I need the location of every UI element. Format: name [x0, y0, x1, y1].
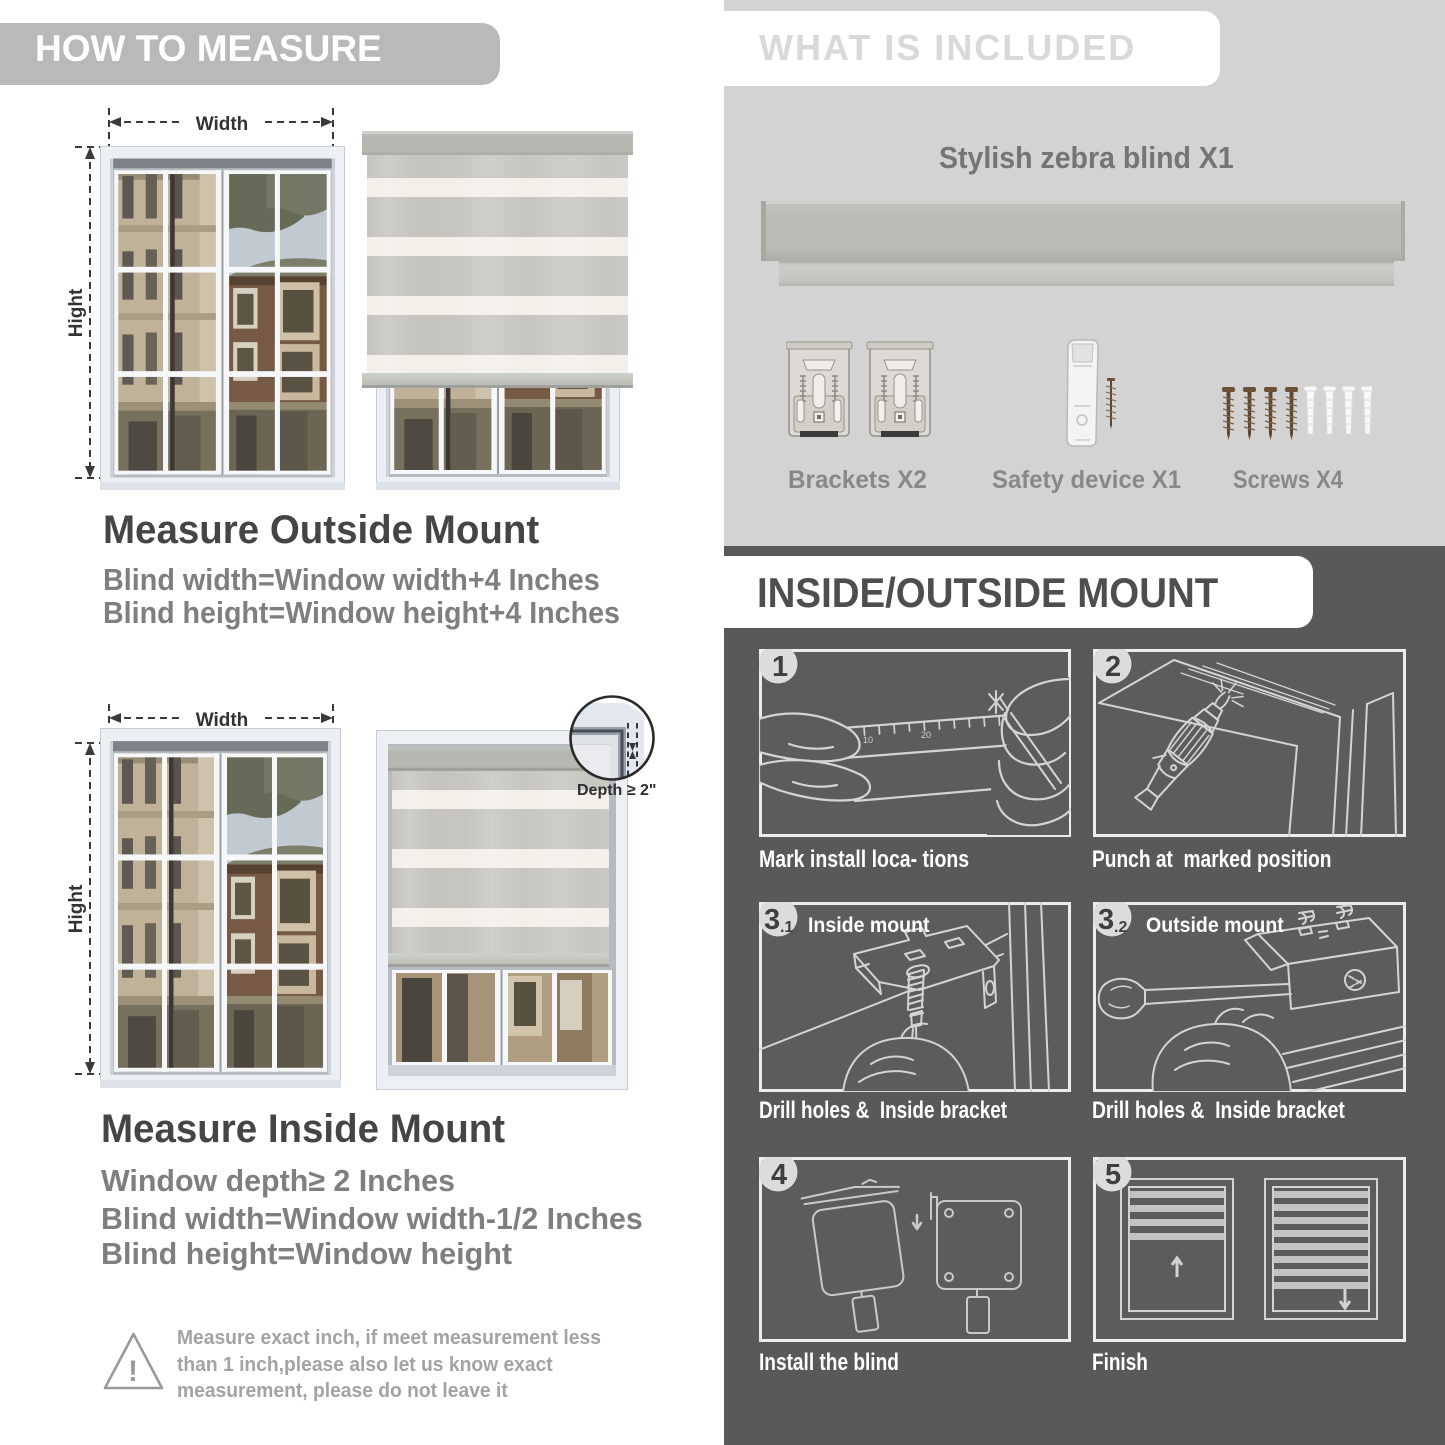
svg-text:.2: .2: [1114, 919, 1127, 936]
svg-text:Hight: Hight: [66, 288, 87, 337]
svg-text:3: 3: [1098, 904, 1114, 936]
svg-text:!: !: [128, 1355, 138, 1388]
svg-text:5: 5: [1105, 1159, 1121, 1191]
svg-text:2: 2: [1105, 651, 1121, 683]
svg-text:Width: Width: [196, 710, 249, 731]
svg-text:Width: Width: [196, 114, 249, 135]
svg-text:20: 20: [921, 730, 931, 740]
svg-text:4: 4: [771, 1159, 787, 1191]
svg-text:1: 1: [772, 651, 788, 683]
svg-text:3: 3: [764, 904, 780, 936]
svg-text:10: 10: [863, 735, 873, 745]
svg-text:.1: .1: [780, 919, 793, 936]
svg-text:Hight: Hight: [66, 884, 87, 933]
